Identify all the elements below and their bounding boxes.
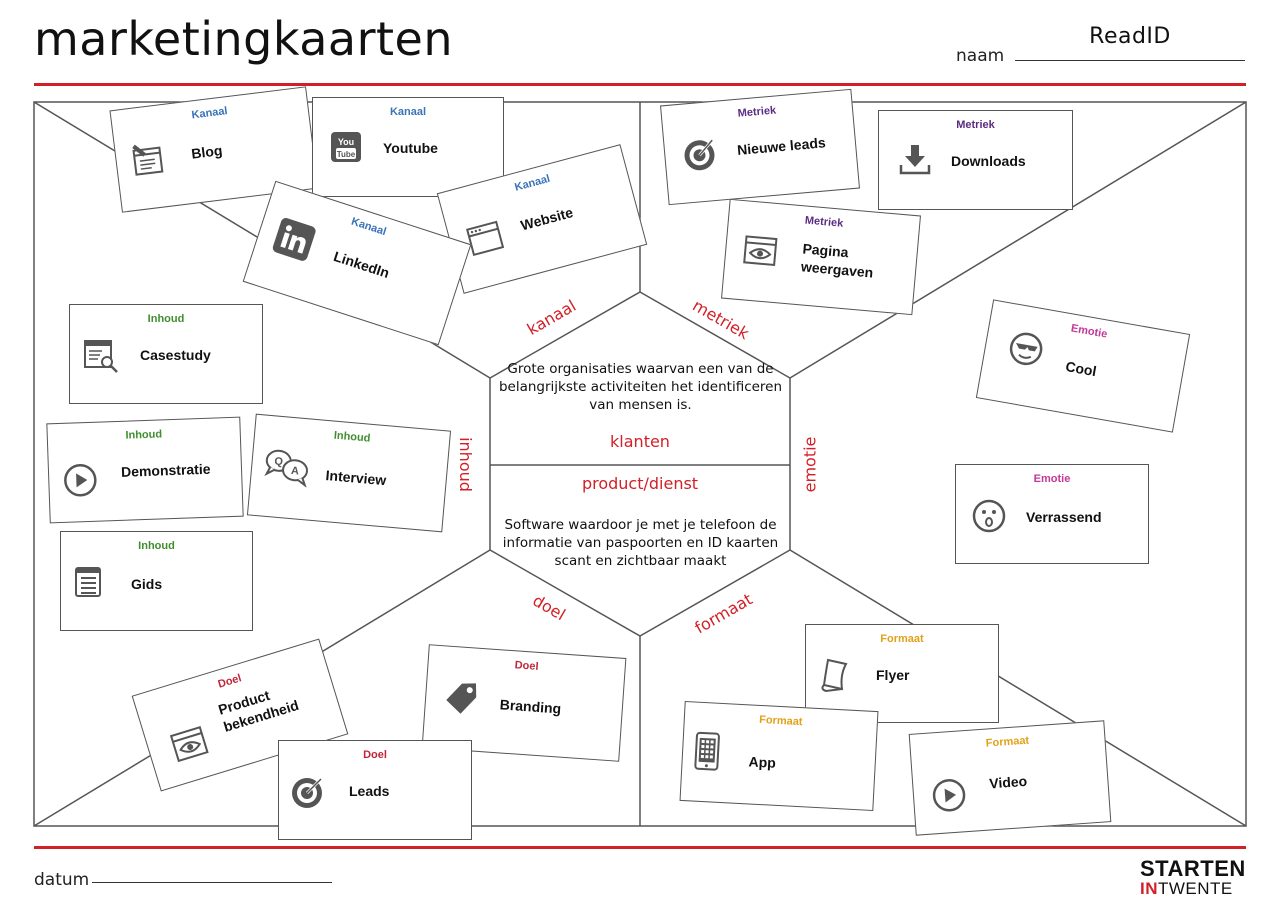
card-label: Blog bbox=[190, 142, 224, 162]
card-label: Youtube bbox=[383, 140, 438, 156]
card-category: Metriek bbox=[956, 119, 995, 131]
card-label: Downloads bbox=[951, 153, 1026, 169]
naam-field[interactable]: ReadID bbox=[1089, 24, 1171, 49]
card-label: LinkedIn bbox=[331, 247, 392, 281]
card-label-line-1: Pagina bbox=[801, 240, 850, 261]
card-leads[interactable]: Doel Leads bbox=[278, 740, 472, 840]
surprised-face-icon bbox=[972, 499, 1006, 533]
card-interview[interactable]: Inhoud Q A Interview bbox=[246, 413, 452, 533]
play-icon bbox=[64, 464, 97, 497]
card-video[interactable]: Formaat Video bbox=[908, 720, 1112, 836]
card-verrassend[interactable]: Emotie Verrassend bbox=[955, 464, 1149, 564]
card-cool[interactable]: Emotie Cool bbox=[975, 299, 1191, 433]
download-icon bbox=[899, 145, 931, 175]
target-icon bbox=[684, 139, 715, 171]
card-blog[interactable]: Kanaal Blog bbox=[109, 86, 319, 213]
card-category: Formaat bbox=[758, 713, 803, 729]
card-downloads[interactable]: Metriek Downloads bbox=[878, 110, 1073, 210]
logo-line-2: INTWENTE bbox=[1140, 880, 1246, 897]
eye-browser-icon bbox=[743, 235, 778, 267]
card-label-line-2: weergaven bbox=[800, 257, 874, 281]
play-icon bbox=[932, 779, 966, 812]
card-label: Casestudy bbox=[140, 347, 211, 363]
list-document-icon bbox=[75, 567, 101, 597]
target-icon bbox=[292, 777, 323, 808]
card-label: Flyer bbox=[876, 667, 910, 683]
segment-emotie: emotie bbox=[800, 436, 820, 493]
card-label: Cool bbox=[1064, 358, 1098, 380]
card-category: Inhoud bbox=[125, 428, 163, 442]
card-casestudy[interactable]: Inhoud Casestudy bbox=[69, 304, 263, 404]
eye-browser-icon bbox=[169, 726, 209, 763]
a-letter: A bbox=[290, 465, 299, 478]
card-label: Gids bbox=[131, 576, 163, 592]
card-category: Metriek bbox=[804, 214, 844, 230]
datum-field[interactable] bbox=[92, 882, 332, 883]
product-dienst-text: Software waardoor je met je telefoon de … bbox=[502, 517, 779, 570]
card-gids[interactable]: Inhoud Gids bbox=[60, 531, 253, 631]
card-category: Inhoud bbox=[138, 540, 175, 552]
card-label: App bbox=[748, 753, 777, 771]
card-category: Doel bbox=[363, 749, 387, 761]
datum-label: datum bbox=[34, 870, 90, 890]
bottom-divider bbox=[34, 846, 1246, 849]
sunglasses-face-icon bbox=[1009, 332, 1043, 366]
card-nieuwe-leads[interactable]: Metriek Nieuwe leads bbox=[660, 88, 860, 206]
card-category: Metriek bbox=[737, 104, 777, 120]
card-label: Video bbox=[988, 772, 1028, 792]
blog-icon bbox=[132, 144, 164, 176]
starten-in-twente-logo: STARTEN INTWENTE bbox=[1140, 856, 1246, 898]
linkedin-icon bbox=[272, 218, 316, 261]
card-label: Interview bbox=[325, 467, 387, 489]
card-branding[interactable]: Doel Branding bbox=[421, 644, 627, 762]
card-website[interactable]: Kanaal Website bbox=[436, 144, 648, 294]
card-category: Formaat bbox=[985, 734, 1030, 750]
card-youtube[interactable]: Kanaal You Tube Youtube bbox=[312, 97, 504, 197]
logo-line-1: STARTEN bbox=[1140, 856, 1246, 881]
document-search-icon bbox=[84, 340, 118, 373]
card-category: Kanaal bbox=[389, 106, 427, 118]
card-category: Emotie bbox=[1033, 473, 1071, 485]
card-label: Branding bbox=[499, 696, 562, 717]
card-category: Doel bbox=[514, 659, 539, 673]
top-divider bbox=[34, 83, 1246, 86]
klanten-text: Grote organisaties waarvan een van de be… bbox=[498, 361, 783, 414]
svg-text:Tube: Tube bbox=[337, 150, 356, 159]
klanten-label: klanten bbox=[610, 432, 670, 451]
logo-twente: TWENTE bbox=[1158, 879, 1233, 898]
card-label: Nieuwe leads bbox=[736, 134, 827, 158]
tag-icon bbox=[446, 683, 477, 714]
svg-text:You: You bbox=[338, 137, 354, 147]
card-app[interactable]: Formaat App bbox=[679, 700, 879, 812]
naam-label: naam bbox=[956, 46, 1005, 66]
card-demonstratie[interactable]: Inhoud Demonstratie bbox=[46, 416, 244, 524]
phone-icon bbox=[694, 731, 720, 771]
product-dienst-label: product/dienst bbox=[581, 474, 699, 493]
paper-icon bbox=[821, 658, 848, 693]
card-flyer[interactable]: Formaat Flyer bbox=[805, 624, 999, 723]
qa-bubbles-icon: Q A bbox=[264, 449, 309, 488]
q-letter: Q bbox=[274, 455, 284, 468]
card-label: Website bbox=[518, 204, 575, 234]
card-label: Leads bbox=[349, 783, 390, 799]
page-title: marketingkaarten bbox=[34, 12, 453, 66]
segment-inhoud: inhoud bbox=[455, 437, 475, 492]
card-label: Demonstratie bbox=[120, 460, 211, 480]
card-linkedin[interactable]: Kanaal LinkedIn bbox=[242, 180, 472, 346]
card-category: Formaat bbox=[880, 633, 924, 645]
browser-icon bbox=[466, 220, 505, 257]
card-category: Inhoud bbox=[147, 313, 185, 325]
card-label: Verrassend bbox=[1026, 509, 1102, 525]
naam-underline bbox=[1015, 60, 1245, 61]
logo-in: IN bbox=[1140, 879, 1158, 898]
youtube-icon: You Tube bbox=[331, 132, 361, 162]
